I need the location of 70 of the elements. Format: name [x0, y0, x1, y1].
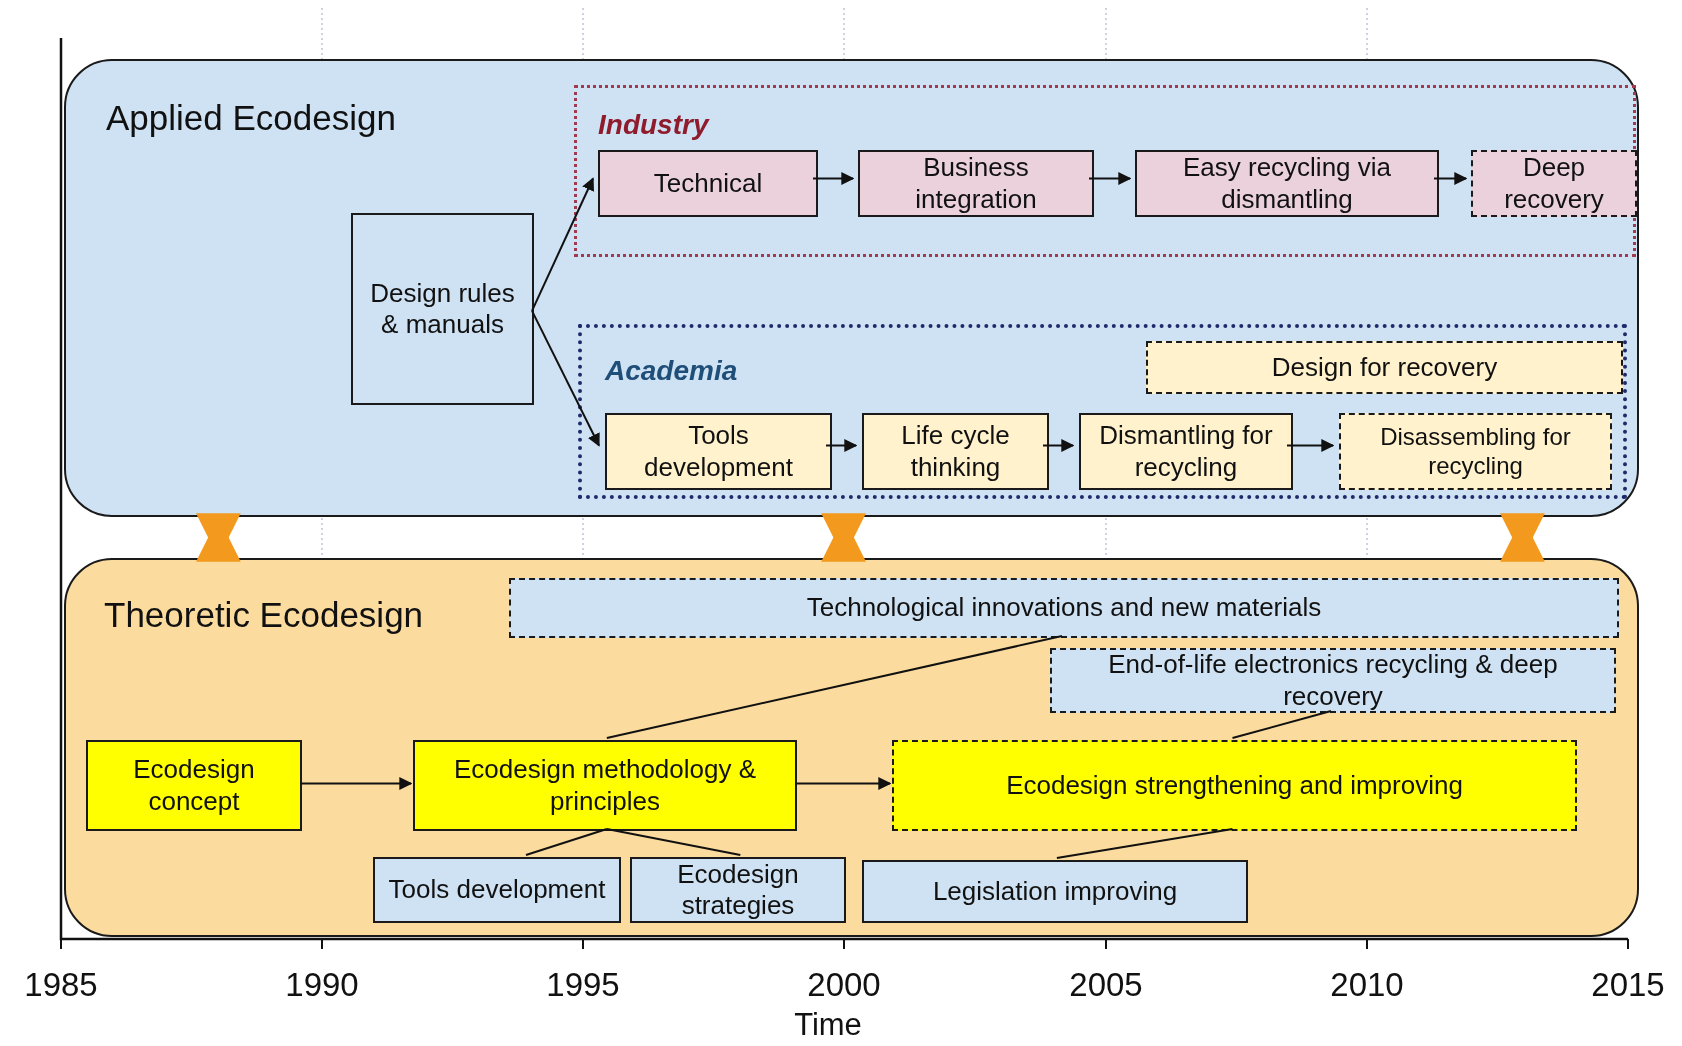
connector-line [605, 828, 742, 856]
arrow [812, 172, 855, 185]
double-arrow [195, 513, 241, 562]
year-tick-label: 2000 [807, 966, 881, 1004]
arrow [299, 777, 413, 790]
group-frame [574, 85, 1636, 257]
year-tick-label: 2010 [1330, 966, 1404, 1004]
group-title: Academia [605, 354, 738, 388]
arrow [1286, 439, 1335, 452]
arrow [1433, 172, 1468, 185]
year-tick-label: 1985 [24, 966, 98, 1004]
process-box [605, 413, 832, 490]
process-box [351, 213, 534, 405]
connector-line [1055, 828, 1234, 859]
group-frame [578, 324, 1627, 499]
process-box [413, 740, 797, 831]
group-title: Industry [598, 108, 709, 142]
box-label: Ecodesign methodology & principles [452, 754, 758, 817]
box-label: Tools development [387, 874, 607, 906]
process-box [598, 150, 818, 217]
box-label: Deep recovery [1503, 152, 1605, 215]
process-box [509, 578, 1619, 638]
section-panel [64, 558, 1639, 937]
process-box [1050, 648, 1616, 713]
box-label: Ecodesign strengthening and improving [1005, 769, 1464, 802]
box-label: Ecodesign strategies [676, 858, 800, 922]
process-box [1146, 341, 1623, 394]
box-label: Technological innovations and new materials [805, 592, 1323, 624]
process-box [858, 150, 1094, 217]
arrow [1042, 439, 1075, 452]
process-box [86, 740, 302, 831]
section-title: Applied Ecodesign [106, 97, 396, 139]
process-box [630, 857, 846, 923]
box-label: Technical [652, 167, 764, 200]
process-box [892, 740, 1577, 831]
process-box [373, 857, 621, 923]
year-tick-label: 2005 [1069, 966, 1143, 1004]
box-label: Business integration [914, 152, 1038, 215]
arrow [1088, 172, 1132, 185]
axis-title: Time [794, 1007, 862, 1043]
arrow [794, 777, 892, 790]
process-box [862, 860, 1248, 923]
process-box [1471, 150, 1637, 217]
box-label: Dismantling for recycling [1098, 420, 1274, 483]
box-label: Disassembling for recycling [1379, 422, 1572, 481]
box-label: Easy recycling via dismantling [1181, 152, 1393, 215]
connector-line [525, 828, 608, 856]
box-label: End-of-life electronics recycling & deep recovery [1107, 649, 1559, 712]
double-arrow [1500, 513, 1545, 562]
process-box [1079, 413, 1293, 490]
section-panel [64, 59, 1639, 517]
double-arrow [821, 513, 867, 562]
year-tick-label: 1995 [546, 966, 620, 1004]
year-tick-label: 2015 [1591, 966, 1665, 1004]
process-box [862, 413, 1049, 490]
box-label: Tools development [643, 420, 794, 483]
section-title: Theoretic Ecodesign [104, 594, 424, 636]
arrow [531, 177, 594, 312]
arrow [825, 439, 858, 452]
process-box [1339, 413, 1612, 490]
box-label: Design rules & manuals [369, 277, 516, 341]
box-label: Legislation improving [931, 875, 1179, 908]
arrow [531, 309, 600, 447]
process-box [1135, 150, 1439, 217]
connector-line [605, 635, 1063, 739]
box-label: Design for recovery [1270, 351, 1499, 384]
box-label: Ecodesign concept [132, 754, 256, 817]
year-tick-label: 1990 [285, 966, 359, 1004]
connector-line [1231, 710, 1332, 739]
box-label: Life cycle thinking [900, 420, 1011, 483]
